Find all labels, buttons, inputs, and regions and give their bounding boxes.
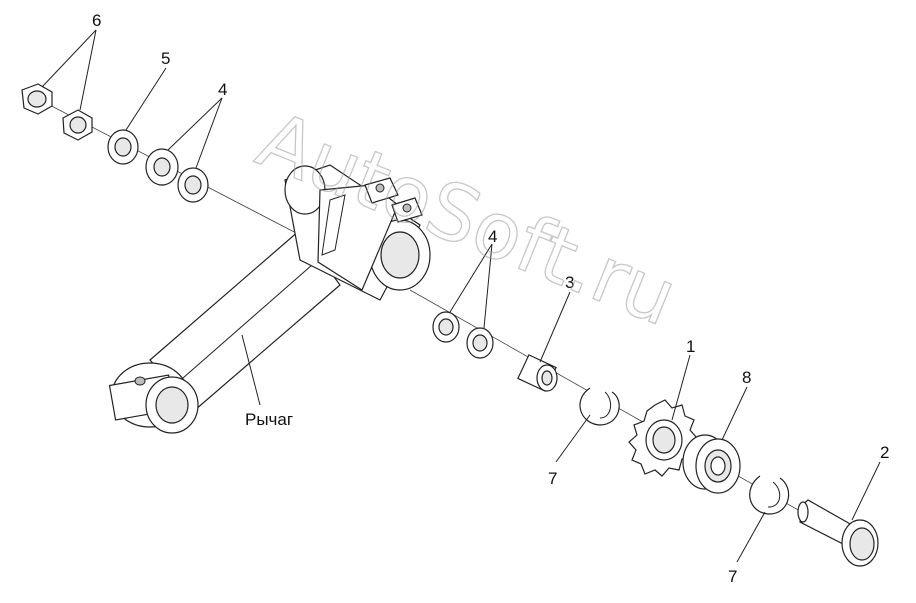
label-part-1: 1 (686, 337, 695, 356)
shaft-pin (797, 499, 879, 567)
flat-washer-lower-2 (466, 327, 494, 359)
hex-nut-inner (62, 109, 93, 141)
flat-washer-upper-2 (177, 167, 209, 203)
flat-washer-upper-1 (145, 148, 179, 186)
leader-lines (41, 29, 881, 563)
label-part-7-upper: 7 (548, 469, 557, 488)
flat-washer-lower-1 (432, 311, 460, 343)
sprocket (628, 399, 698, 477)
label-part-2: 2 (880, 443, 889, 462)
label-part-5: 5 (161, 49, 170, 68)
spring-washer (107, 129, 139, 165)
label-part-8: 8 (742, 368, 751, 387)
label-lever: Рычаг (245, 410, 293, 429)
label-part-6: 6 (92, 11, 101, 30)
label-part-4-upper: 4 (218, 80, 227, 99)
label-part-4-lower: 4 (488, 227, 497, 246)
retaining-ring-1 (579, 387, 620, 426)
ball-bearing (682, 434, 741, 494)
label-part-3: 3 (565, 273, 574, 292)
retaining-ring-2 (749, 475, 790, 515)
hex-nut-outer (21, 83, 53, 115)
bushing (517, 354, 558, 392)
label-part-7-lower: 7 (728, 567, 737, 586)
lever-arm (108, 164, 431, 434)
